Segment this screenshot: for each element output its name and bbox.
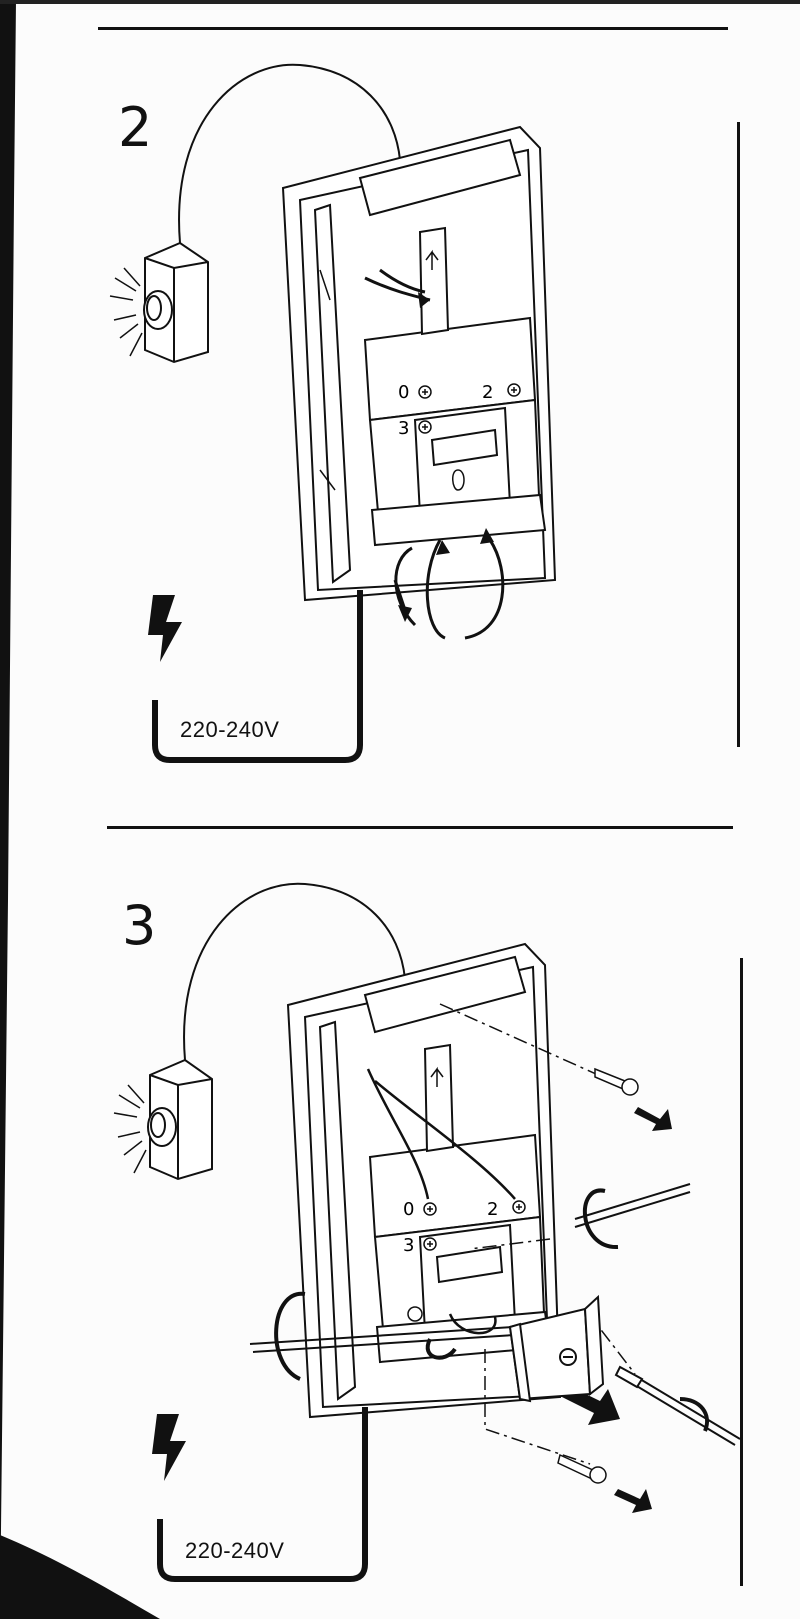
top-divider (98, 27, 728, 30)
step2-illustration: 0 2 3 (109, 63, 557, 763)
bell-wire (183, 882, 406, 1061)
step-number-3: 3 (122, 894, 157, 957)
right-margin-line (737, 122, 740, 747)
bell-wire (178, 63, 401, 244)
light-rays-icon (113, 1084, 147, 1174)
lightning-icon (148, 595, 182, 662)
arrowheads (398, 292, 494, 622)
middle-divider (107, 826, 733, 829)
connected-wires (366, 1068, 516, 1335)
mains-cable (152, 590, 363, 763)
terminal-3-label: 3 (403, 1235, 414, 1256)
terminal-3-label: 3 (398, 418, 409, 439)
terminal-0-label: 0 (398, 382, 409, 403)
mains-cable (157, 1407, 368, 1582)
voltage-label: 220-240V (180, 717, 280, 742)
terminal-2-label: 2 (482, 382, 493, 403)
light-rays-icon (109, 267, 143, 357)
chime-housing (281, 125, 557, 602)
lightning-icon (152, 1414, 186, 1481)
step3-illustration: 0 2 3 (113, 882, 741, 1582)
chime-details (319, 249, 521, 491)
right-margin-line-2 (740, 958, 743, 1586)
bell-push-icon (143, 241, 209, 364)
cover-plate (508, 1294, 605, 1403)
voltage-label-3: 220-240V (185, 1538, 285, 1563)
chime-details (407, 1066, 526, 1322)
step-number: 2 (118, 96, 153, 159)
terminal-0-label: 0 (403, 1199, 414, 1220)
terminal-2-label: 2 (487, 1199, 498, 1220)
rotation-arrows (274, 1188, 709, 1432)
screw-icon (557, 1067, 639, 1484)
